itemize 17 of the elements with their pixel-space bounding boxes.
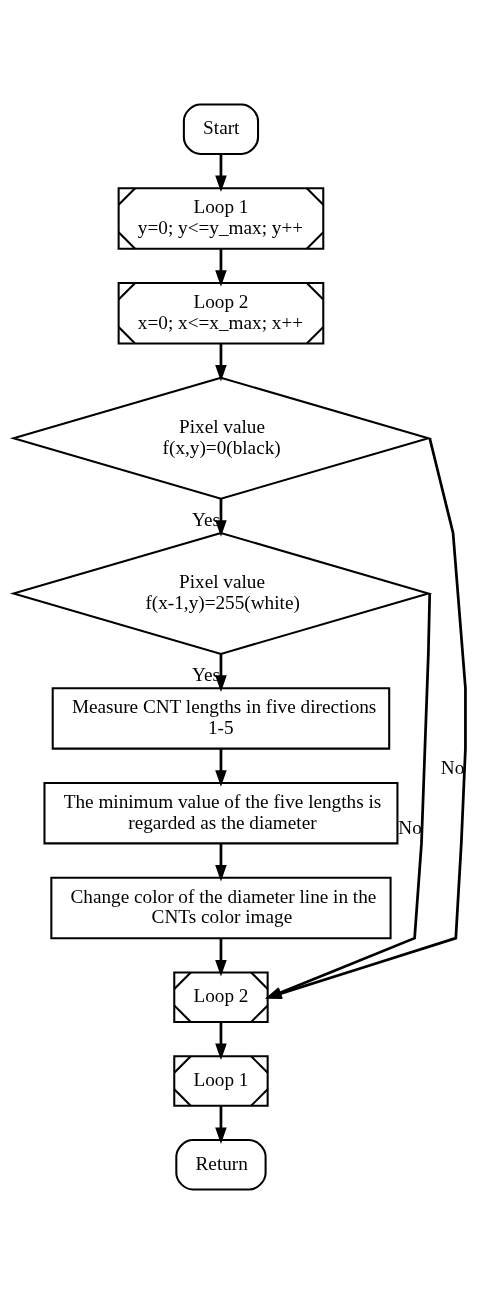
- arrow: [215, 938, 227, 976]
- edge-label: No: [398, 816, 422, 838]
- arrow: [215, 653, 227, 692]
- arrow: [215, 153, 227, 192]
- node-box: The minimum value of the five lengths is regarded as the diameter: [43, 781, 399, 844]
- arrow: [215, 1105, 227, 1144]
- arrow: [215, 498, 227, 537]
- node-box: Return: [175, 1138, 267, 1191]
- arrow: [215, 1021, 227, 1060]
- arrow: [215, 248, 227, 287]
- node-diamond: Pixel value f(x-1,y)=255(white): [9, 531, 433, 655]
- node-box: Change color of the diameter line in the CNTs color image: [50, 876, 392, 939]
- node-box: Measure CNT lengths in five directions 1-5: [51, 686, 391, 750]
- arrow: [215, 343, 227, 381]
- arrow: [215, 843, 227, 881]
- node-box: Start: [182, 102, 260, 155]
- arrow: [215, 748, 227, 787]
